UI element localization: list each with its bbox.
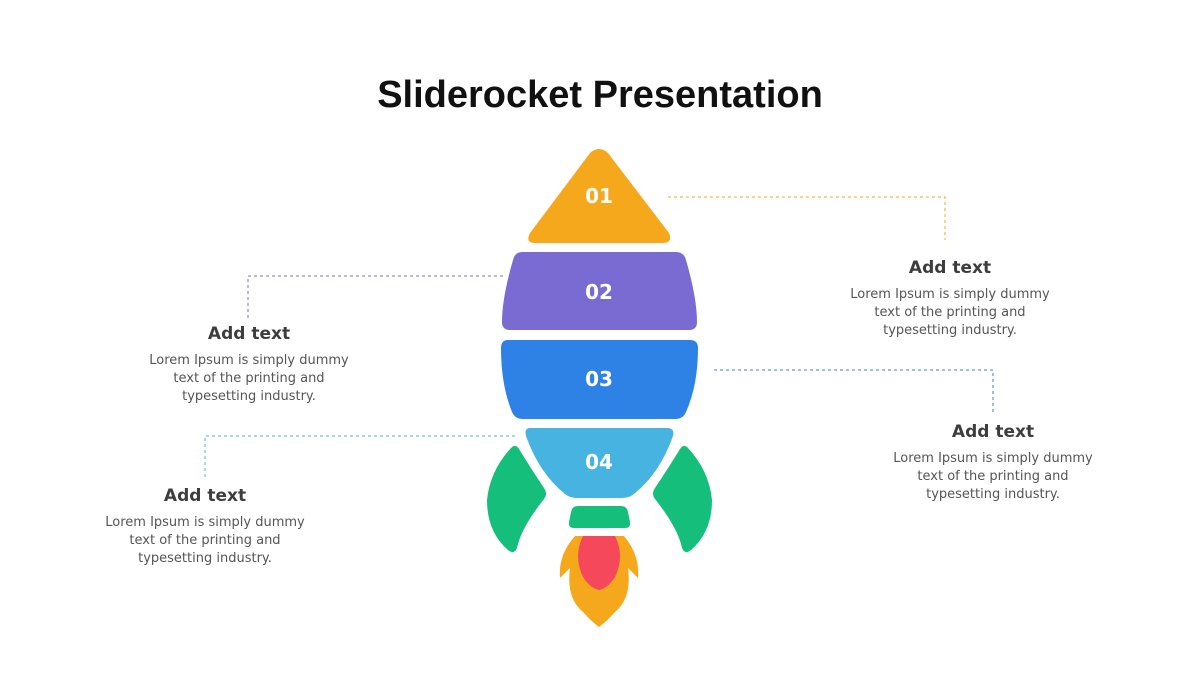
callout-heading-04: Add text [163, 486, 247, 506]
callout-body-04: Lorem Ipsum is simply dummy text of the … [105, 515, 305, 566]
rocket-fin-right [653, 445, 712, 553]
callout-04: Add text Lorem Ipsum is simply dummy tex… [85, 486, 325, 568]
segment-number-01: 01 [585, 184, 613, 208]
connector-line-04 [204, 435, 515, 480]
callout-body-01: Lorem Ipsum is simply dummy text of the … [850, 287, 1050, 338]
connector-line-01 [668, 196, 946, 240]
callout-heading-02: Add text [207, 324, 291, 344]
rocket-fin-left [487, 445, 546, 553]
rocket-nozzle [568, 506, 631, 528]
callout-03: Add text Lorem Ipsum is simply dummy tex… [873, 422, 1113, 504]
rocket-segment-01 [528, 149, 671, 243]
callout-body-03: Lorem Ipsum is simply dummy text of the … [893, 451, 1093, 502]
segment-number-04: 04 [585, 450, 613, 474]
segment-number-02: 02 [585, 280, 613, 304]
slide-title: Sliderocket Presentation [377, 74, 823, 116]
callout-02: Add text Lorem Ipsum is simply dummy tex… [129, 324, 369, 406]
rocket-flame-inner [578, 536, 620, 590]
connector-line-03 [714, 369, 994, 412]
rocket-segment-03 [501, 340, 698, 419]
segment-number-03: 03 [585, 367, 613, 391]
rocket-segment-02 [502, 252, 697, 330]
callout-01: Add text Lorem Ipsum is simply dummy tex… [830, 258, 1070, 340]
callout-body-02: Lorem Ipsum is simply dummy text of the … [149, 353, 349, 404]
rocket-segment-04 [525, 428, 674, 498]
callout-heading-01: Add text [908, 258, 992, 278]
callout-heading-03: Add text [951, 422, 1035, 442]
connector-line-02 [247, 275, 503, 318]
